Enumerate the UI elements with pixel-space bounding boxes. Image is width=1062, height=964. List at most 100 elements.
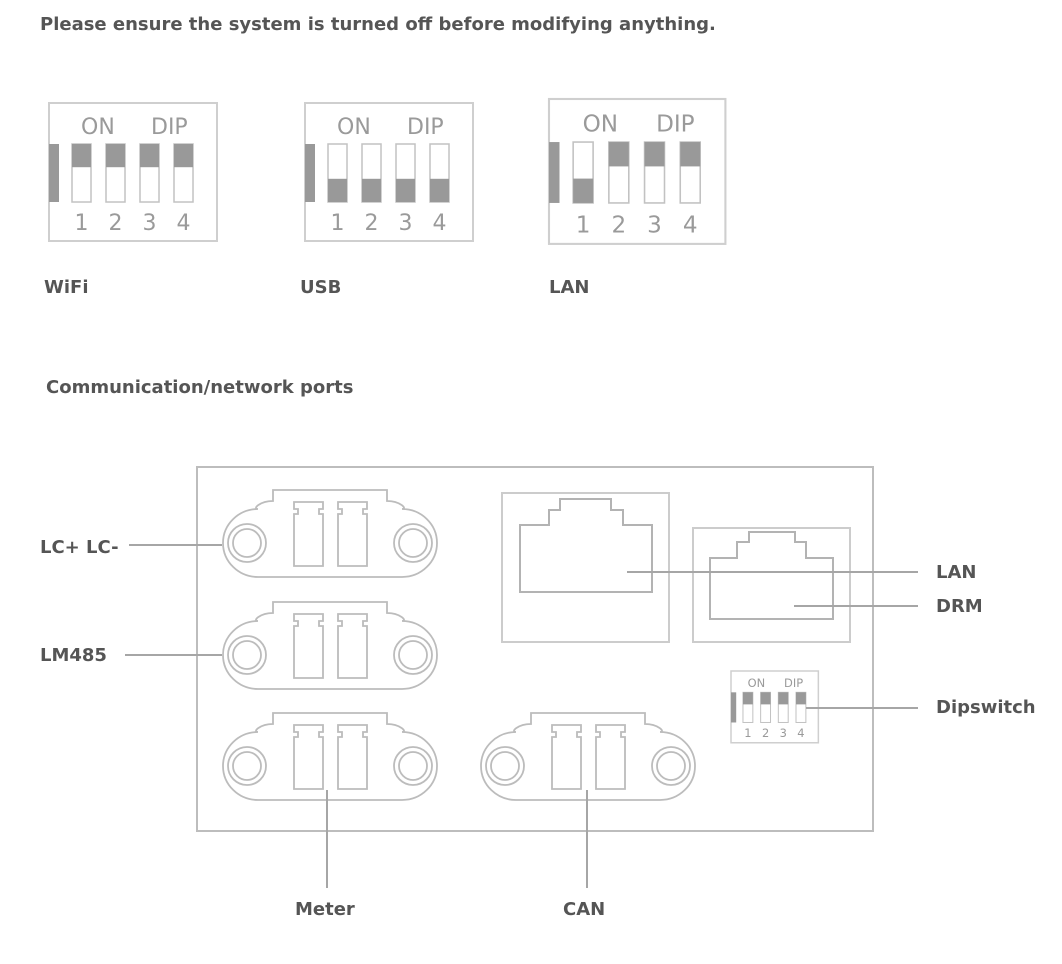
pin-socket <box>337 724 368 790</box>
screw-hole-outer <box>651 746 691 786</box>
dip-switch-knob-on <box>644 142 665 167</box>
pin-socket <box>337 501 368 567</box>
screw-hole-inner <box>398 640 428 670</box>
connector-meter <box>222 712 438 801</box>
dip-switch-number: 3 <box>143 211 157 236</box>
port-label-can: CAN <box>563 899 606 920</box>
port-label-lc: LC+ LC- <box>40 537 119 558</box>
dip-switch-number: 1 <box>75 211 89 236</box>
rj45-socket-icon <box>709 531 834 620</box>
dip-switch-number: 2 <box>365 211 379 236</box>
pin-socket <box>551 724 582 790</box>
dip-switch-knob-on <box>140 144 159 168</box>
connector-flange <box>222 601 438 690</box>
dip-switch-1: 1 <box>71 143 92 236</box>
dip-switch-4: 4 <box>173 143 194 236</box>
safety-notice: Please ensure the system is turned off b… <box>40 14 716 35</box>
drm-port <box>692 527 851 643</box>
dip-dip-label: DIP <box>784 676 803 690</box>
dip-switch-knob-on <box>608 142 629 167</box>
pin-socket <box>293 501 324 567</box>
dip-switch-2: 2 <box>608 141 630 238</box>
ports-section-title: Communication/network ports <box>46 377 354 398</box>
screw-hole-inner <box>232 528 262 558</box>
screw-hole-inner <box>398 528 428 558</box>
connector-lc <box>222 489 438 578</box>
screw-hole-inner <box>490 751 520 781</box>
dip-switch-number: 4 <box>433 211 447 236</box>
leader-lines <box>125 544 918 888</box>
dip-switch-knob-off <box>362 178 381 202</box>
screw-hole-outer <box>485 746 525 786</box>
dip-switch-number: 3 <box>399 211 413 236</box>
screw-hole-outer <box>227 523 267 563</box>
dip-switch-number: 3 <box>780 726 787 740</box>
port-label-lan: LAN <box>936 562 977 583</box>
port-label-dipswitch: Dipswitch <box>936 697 1036 718</box>
connector-lm485 <box>222 601 438 690</box>
dip-on-label: ON <box>583 112 618 138</box>
dip-switch-4: 4 <box>679 141 701 238</box>
dip-switch-1: 1 <box>572 141 594 238</box>
pin-socket <box>595 724 626 790</box>
dip-dip-label: DIP <box>151 115 188 140</box>
dip-switch-number: 4 <box>177 211 191 236</box>
dip-side-bar <box>305 144 315 202</box>
dip-side-bar <box>549 142 560 203</box>
dip-switch-number: 4 <box>797 726 804 740</box>
dip-switch-number: 1 <box>744 726 751 740</box>
connector-can <box>480 712 696 801</box>
port-label-lm485: LM485 <box>40 645 107 666</box>
dip-mode-label-lan: LAN <box>549 277 590 298</box>
dip-on-label: ON <box>81 115 115 140</box>
dip-switch-4: 4 <box>429 143 450 236</box>
dip-switch-knob-off <box>328 178 347 202</box>
dip-switch-2: 2 <box>105 143 126 236</box>
pin-socket <box>293 724 324 790</box>
dip-switch-3: 3 <box>395 143 416 236</box>
board-outline <box>196 466 874 832</box>
dip-switch-knob-off <box>396 178 415 202</box>
dip-on-label: ON <box>748 676 766 690</box>
dip-switch-3: 3 <box>139 143 160 236</box>
dip-switch-knob-on <box>760 692 771 705</box>
dip-switch-knob-on <box>742 692 753 705</box>
dip-switch-number: 3 <box>647 212 662 238</box>
dip-switch-2: 2 <box>361 143 382 236</box>
port-label-drm: DRM <box>936 596 983 617</box>
dip-dip-label: DIP <box>656 112 695 138</box>
lan-port <box>501 492 670 643</box>
dip-switch-knob-on <box>796 692 806 705</box>
screw-hole-outer <box>393 635 433 675</box>
dip-switch-knob-on <box>72 144 91 168</box>
screw-hole-outer <box>227 635 267 675</box>
connector-flange <box>480 712 696 801</box>
screw-hole-inner <box>232 751 262 781</box>
drm-port-housing <box>692 527 851 643</box>
dip-switch-knob-on <box>680 142 701 167</box>
dip-switch-number: 1 <box>331 211 345 236</box>
dip-mode-label-wifi: WiFi <box>44 277 89 298</box>
dip-on-label: ON <box>337 115 371 140</box>
dip-switch-3: 3 <box>643 141 666 238</box>
dip-dip-label: DIP <box>407 115 444 140</box>
dip-switch-knob-on <box>106 144 125 168</box>
dip-switch-knob-off <box>573 178 594 203</box>
screw-hole-inner <box>656 751 686 781</box>
dip-side-bar <box>49 144 59 202</box>
dip-switch-4: 4 <box>795 691 807 740</box>
pin-socket <box>337 613 368 679</box>
dip-mode-label-usb: USB <box>300 277 342 298</box>
dip-side-bar <box>731 692 737 723</box>
dip-switch-knob-on <box>778 692 789 705</box>
dip-switch-knob-off <box>430 178 449 202</box>
screw-hole-outer <box>393 746 433 786</box>
dip-switch-number: 2 <box>109 211 123 236</box>
screw-hole-outer <box>393 523 433 563</box>
connector-flange <box>222 712 438 801</box>
connector-flange <box>222 489 438 578</box>
